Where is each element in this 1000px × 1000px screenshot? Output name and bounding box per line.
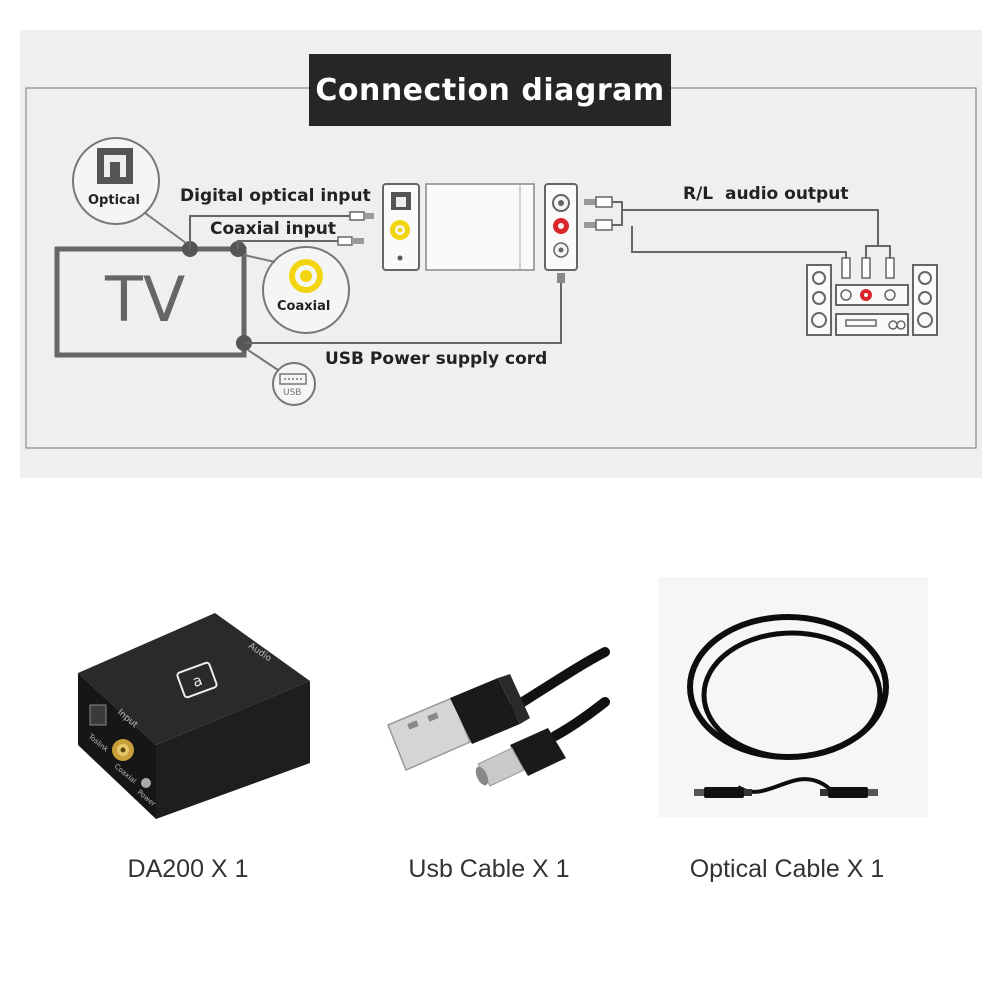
product-caption-optical-cable: Optical Cable X 1 xyxy=(689,855,885,883)
optical-port-icon xyxy=(72,137,160,225)
product-caption-da200: DA200 X 1 xyxy=(127,855,249,883)
product-caption-usb-cable: Usb Cable X 1 xyxy=(408,855,570,883)
tv-label: TV xyxy=(105,263,186,336)
rl-audio-output-label: R/L audio output xyxy=(683,184,849,204)
usb-port-icon xyxy=(272,362,316,406)
coaxial-port-icon xyxy=(262,246,350,334)
converter-body xyxy=(425,183,535,271)
usb-icon-label: USB xyxy=(283,388,302,398)
converter-output-panel xyxy=(544,183,578,271)
digital-optical-input-label: Digital optical input xyxy=(180,186,371,206)
diagram-title: Connection diagram xyxy=(309,54,671,126)
converter-input-panel xyxy=(382,183,420,271)
converter-box-image: a Input Toslink Coaxial Power Audio xyxy=(78,613,310,819)
optical-icon-label: Optical xyxy=(88,193,140,208)
stereo-system-icon xyxy=(806,264,938,336)
tv-outline xyxy=(54,246,247,358)
coaxial-icon-label: Coaxial xyxy=(277,299,331,314)
coaxial-input-label: Coaxial input xyxy=(210,219,336,239)
usb-cable-image xyxy=(387,647,610,787)
rca-plugs xyxy=(584,196,623,231)
optical-cable-image xyxy=(658,577,928,817)
usb-power-cord-label: USB Power supply cord xyxy=(325,349,548,369)
